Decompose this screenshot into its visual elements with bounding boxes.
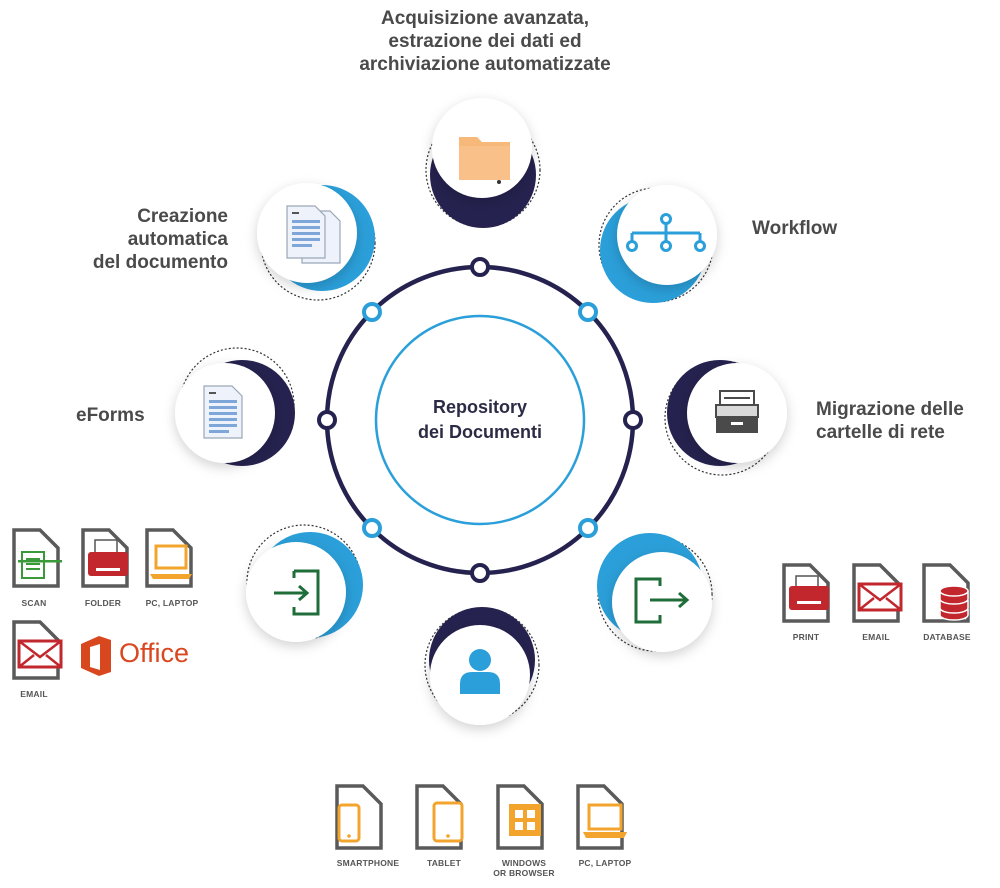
caption-line: TABLET [426, 858, 462, 868]
input-sources [12, 528, 193, 680]
caption-print: PRINT [792, 632, 820, 642]
print-icon [782, 563, 830, 623]
caption-line: SMARTPHONE [336, 858, 400, 868]
caption-scan: SCAN [21, 598, 47, 608]
label-eforms: eForms [76, 404, 145, 427]
label-line: cartelle di rete [816, 422, 945, 443]
node-output [597, 533, 713, 652]
label-line: archiviazione automatizzate [359, 54, 611, 75]
smartphone-icon [335, 784, 383, 850]
caption-line: PC, LAPTOP [578, 858, 632, 868]
node-eforms [175, 347, 295, 466]
caption-tablet: TABLET [412, 858, 476, 868]
folder-printer-icon [81, 528, 129, 588]
label-line: Workflow [752, 218, 838, 239]
output-targets [782, 563, 970, 623]
label-migrazione: Migrazione delle cartelle di rete [816, 398, 964, 444]
office-logo-icon [81, 636, 111, 676]
caption-email: EMAIL [862, 632, 890, 642]
database-icon [922, 563, 970, 623]
caption-windows: WINDOWS OR BROWSER [482, 858, 566, 878]
label-line: estrazione dei dati ed [388, 31, 582, 52]
node-workflow [598, 185, 717, 303]
caption-line: OR BROWSER [493, 868, 555, 878]
ring-connector-dots [317, 257, 643, 583]
repository-title-line: dei Documenti [417, 422, 542, 442]
workflow-icon [626, 213, 706, 252]
label-line: automatica [127, 229, 228, 250]
form-document-icon [203, 385, 243, 439]
repository-title-line: Repository [432, 397, 528, 417]
label-line: Migrazione delle [816, 399, 964, 420]
device-sources [335, 784, 627, 850]
repository-hub [317, 257, 643, 583]
folder-icon [459, 137, 510, 184]
repository-title: Repository dei Documenti [380, 395, 580, 445]
caption-pc-laptop: PC, LAPTOP [145, 598, 199, 608]
caption-pc-laptop: PC, LAPTOP [568, 858, 642, 868]
email-icon [12, 620, 63, 680]
node-migrazione [664, 360, 787, 476]
node-input [246, 524, 363, 642]
export-icon [634, 577, 690, 624]
node-creazione [257, 183, 376, 301]
laptop-icon [145, 528, 193, 588]
node-user [424, 607, 540, 725]
file-tray-icon [715, 390, 759, 433]
caption-folder: FOLDER [84, 598, 122, 608]
import-icon [274, 569, 320, 616]
label-acquisizione: Acquisizione avanzata, estrazione dei da… [320, 7, 650, 76]
label-line: eForms [76, 405, 145, 426]
caption-smartphone: SMARTPHONE [326, 858, 410, 868]
caption-line: WINDOWS [501, 858, 547, 868]
label-workflow: Workflow [752, 217, 837, 240]
tablet-icon [415, 784, 464, 850]
documents-icon [286, 205, 341, 264]
windows-icon [496, 784, 544, 850]
label-creazione: Creazione automatica del documento [40, 205, 228, 274]
label-line: Acquisizione avanzata, [380, 8, 589, 29]
label-line: Creazione [137, 206, 228, 227]
caption-email: EMAIL [20, 689, 48, 699]
email-icon [852, 563, 903, 623]
user-icon [460, 649, 500, 694]
laptop-icon [576, 784, 627, 850]
node-acquisizione [425, 98, 541, 228]
office-label: Office [119, 638, 190, 668]
label-line: del documento [92, 252, 228, 273]
caption-database: DATABASE [923, 632, 971, 642]
scan-icon [12, 528, 62, 588]
